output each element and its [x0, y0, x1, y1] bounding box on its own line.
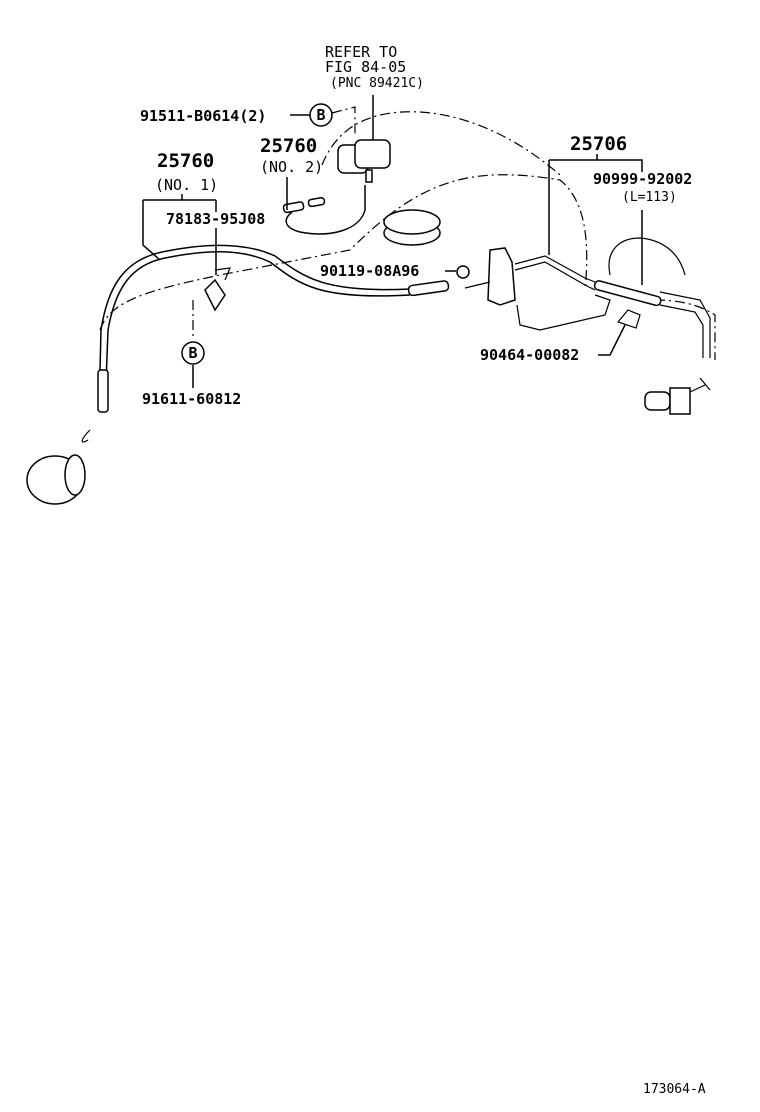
callout-b-top: B: [316, 106, 325, 124]
hose-no1: [104, 250, 411, 411]
clip-91611: [214, 267, 231, 281]
bottom-left-connector: [26, 429, 91, 505]
right-connector: [644, 377, 711, 415]
part-90999-92002: 90999-92002: [593, 170, 692, 188]
dashed-outline-upper: [321, 111, 561, 176]
label-l113: (L=113): [622, 190, 677, 205]
hose-no1-end: [407, 280, 450, 297]
part-91511-b0614: 91511-B0614(2): [140, 107, 266, 125]
hose-no1-inner: [98, 244, 411, 411]
dashed-outline-body: [99, 174, 588, 331]
clip-90464: [616, 309, 641, 329]
cone-part: [608, 237, 686, 276]
callout-b-bottom: B: [188, 344, 197, 362]
leader-25706: [548, 154, 643, 255]
canister-cap: [383, 209, 441, 246]
vacuum-pipe-bracket: [456, 247, 611, 331]
part-90464-00082: 90464-00082: [480, 346, 579, 364]
part-25760-no2: 25760: [260, 135, 317, 157]
part-90119-08a96: 90119-08A96: [320, 262, 419, 280]
dashed-leader-b-top: [331, 106, 356, 135]
label-no2: (NO. 2): [260, 158, 323, 176]
clamp-78183: [204, 278, 226, 312]
callout-b-bottom-circle: [181, 341, 205, 365]
callout-b-top-circle: [309, 103, 333, 127]
hose-90999: [593, 280, 662, 307]
leader-90464: [598, 324, 626, 356]
hose-no2-segment-2: [307, 196, 326, 208]
part-91611-60812: 91611-60812: [142, 390, 241, 408]
leader-25760-no1: [142, 194, 217, 261]
dashed-outline-right: [654, 299, 716, 360]
hose-no1-tip: [97, 369, 109, 413]
figure-id: 173064-A: [643, 1082, 706, 1097]
hose-no2: [285, 185, 366, 235]
refer-line2: FIG 84-05: [325, 58, 406, 76]
pressure-sensor: [337, 139, 391, 183]
right-pipe: [659, 291, 711, 358]
refer-line3: (PNC 89421C): [330, 76, 424, 91]
part-25706: 25706: [570, 133, 627, 155]
hose-no2-segment: [282, 201, 305, 214]
part-78183-95j08: 78183-95J08: [166, 210, 265, 228]
label-no1: (NO. 1): [155, 176, 218, 194]
refer-line1: REFER TO: [325, 43, 397, 61]
part-25760-no1: 25760: [157, 150, 214, 172]
